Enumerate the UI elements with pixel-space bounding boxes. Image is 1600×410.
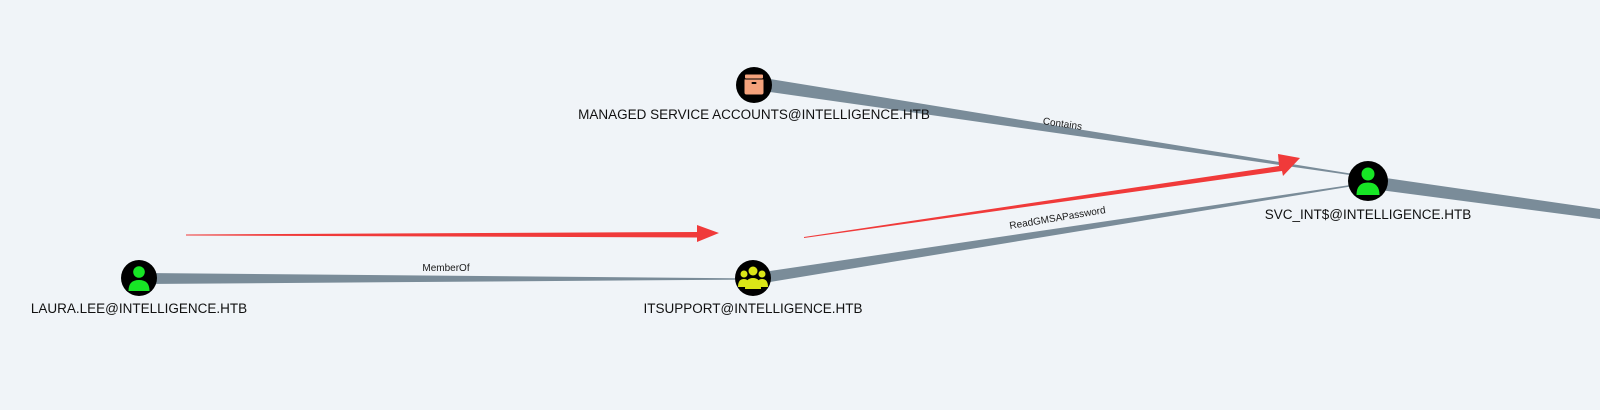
box-icon bbox=[744, 73, 764, 95]
node-label-laura-lee: LAURA.LEE@INTELLIGENCE.HTB bbox=[31, 301, 247, 316]
node-managed-service-accounts[interactable]: MANAGED SERVICE ACCOUNTS@INTELLIGENCE.HT… bbox=[578, 67, 930, 122]
node-label-itsupport: ITSUPPORT@INTELLIGENCE.HTB bbox=[644, 301, 863, 316]
path-arrow-1 bbox=[186, 225, 719, 242]
node-label-managed-service-accounts: MANAGED SERVICE ACCOUNTS@INTELLIGENCE.HT… bbox=[578, 107, 930, 122]
node-laura-lee[interactable]: LAURA.LEE@INTELLIGENCE.HTB bbox=[31, 260, 247, 316]
node-svc-int[interactable]: SVC_INT$@INTELLIGENCE.HTB bbox=[1265, 161, 1472, 222]
user-icon bbox=[1356, 167, 1380, 195]
edge-label-memberof: MemberOf bbox=[422, 263, 469, 274]
edge-contains[interactable]: Contains bbox=[770, 79, 1368, 178]
edge-memberof[interactable]: MemberOf bbox=[145, 263, 748, 284]
path-arrow-2 bbox=[804, 154, 1300, 238]
group-icon bbox=[738, 266, 768, 289]
node-itsupport[interactable]: ITSUPPORT@INTELLIGENCE.HTB bbox=[644, 260, 863, 316]
edge-readgmsapassword[interactable]: ReadGMSAPassword bbox=[770, 182, 1368, 282]
user-icon bbox=[128, 266, 150, 291]
edge-svc-int-outgoing[interactable] bbox=[1372, 176, 1600, 219]
node-label-svc-int: SVC_INT$@INTELLIGENCE.HTB bbox=[1265, 207, 1472, 222]
